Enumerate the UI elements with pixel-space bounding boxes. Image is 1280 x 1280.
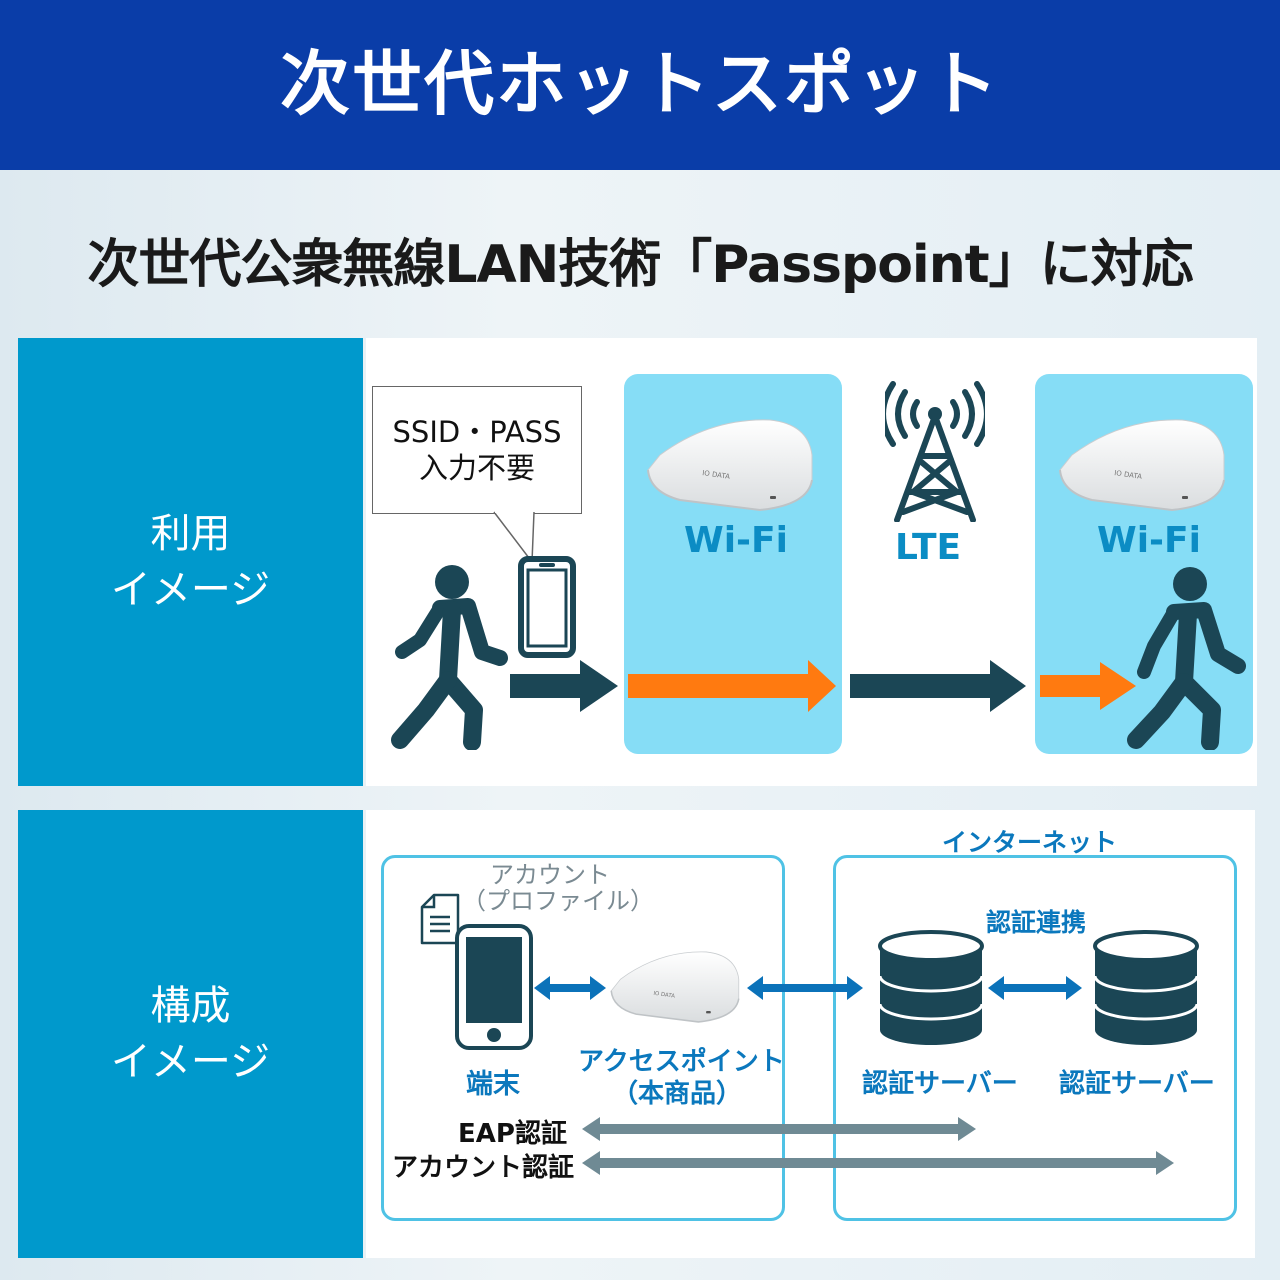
access-point-image: IO DATA [1059,419,1225,512]
orange-arrow [628,660,836,712]
config-label-line1: 構成 [150,983,231,1029]
access-point-image: IO DATA [610,951,740,1023]
ap-label-line1: アクセスポイント [578,1047,785,1077]
auth-server-icon [878,930,984,1045]
bidirectional-arrow [747,976,863,1000]
account-label-line2: （プロファイル） [462,887,654,915]
bidirectional-arrow [534,976,606,1000]
walking-person-icon [391,565,508,750]
ap-label-line2: （本商品） [612,1079,743,1109]
subtitle: 次世代公衆無線LAN技術「Passpoint」に対応 [87,235,1193,295]
svg-text:IO DATA: IO DATA [1114,469,1143,481]
account-auth-label: アカウント認証 [392,1153,575,1183]
lte-label: LTE [895,527,962,568]
usage-label-line1: 利用 [150,511,231,557]
account-label-line1: アカウント [490,861,610,889]
server-label-1: 認証サーバー [862,1069,1018,1099]
account-auth-arrow [582,1151,1174,1175]
federation-label: 認証連携 [986,908,1087,937]
config-label-line2: イメージ [110,1039,271,1085]
lte-tower-icon [885,381,985,522]
server-label-2: 認証サーバー [1059,1069,1215,1099]
usage-side-label: 利用 イメージ [18,338,363,786]
walking-person-icon [1127,567,1246,750]
header-banner: 次世代ホットスポット [0,0,1280,170]
orange-arrow [1040,662,1136,710]
federation-arrow [988,976,1082,1000]
auth-server-icon [1093,930,1199,1045]
dark-arrow [510,660,618,712]
smartphone-icon [518,556,576,658]
speech-bubble: SSID・PASS 入力不要 [372,386,582,514]
bubble-text-line1: SSID・PASS [392,415,562,449]
usage-label-line2: イメージ [110,567,271,613]
bubble-text-line2: 入力不要 [418,451,535,485]
dark-arrow [850,660,1026,712]
page-title: 次世代ホットスポット [280,42,1000,125]
eap-auth-label: EAP認証 [458,1119,567,1149]
svg-text:IO DATA: IO DATA [702,469,731,481]
eap-auth-arrow [582,1117,976,1141]
config-side-label: 構成 イメージ [18,810,363,1258]
access-point-image: IO DATA [647,419,813,512]
internet-label: インターネット [942,828,1118,857]
terminal-phone-icon [455,924,533,1050]
wifi-label-1: Wi-Fi [684,520,788,561]
svg-text:IO DATA: IO DATA [653,991,676,1000]
wifi-label-2: Wi-Fi [1097,520,1201,561]
terminal-label: 端末 [466,1069,520,1100]
profile-document-icon [420,893,460,945]
